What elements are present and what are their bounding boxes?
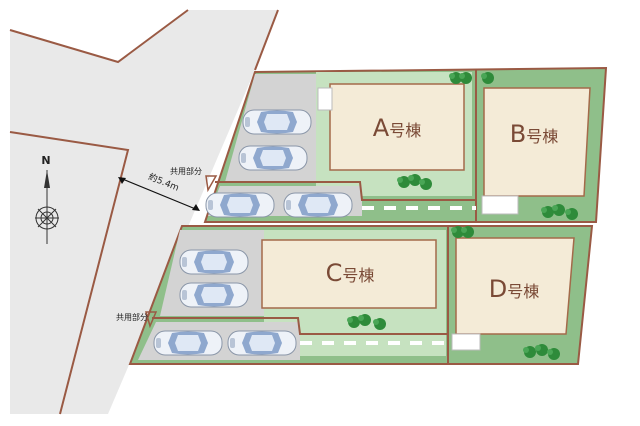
car-icon (205, 192, 275, 218)
compass-north-label: N (41, 154, 50, 167)
car-icon (283, 192, 353, 218)
building-c: C号棟 (261, 239, 437, 309)
building-c-suffix: 号棟 (342, 266, 374, 285)
building-b-letter: B (510, 120, 526, 148)
shared-area-lower: 共用部分 (116, 311, 158, 329)
shared-label-lower: 共用部分 (116, 312, 148, 322)
building-c-letter: C (326, 259, 343, 287)
car-icon (238, 145, 308, 171)
building-b: B号棟 (481, 87, 591, 215)
shared-label-upper: 共用部分 (170, 166, 202, 176)
building-d-suffix: 号棟 (507, 282, 539, 301)
compass: N (35, 154, 59, 244)
building-a: A号棟 (317, 83, 465, 171)
car-icon (153, 330, 223, 356)
car-icon (179, 249, 249, 275)
svg-text:B号棟: B号棟 (510, 120, 558, 148)
car-icon (242, 109, 312, 135)
road (9, 9, 279, 415)
building-d-letter: D (489, 275, 507, 303)
svg-text:A号棟: A号棟 (373, 114, 421, 142)
car-icon (179, 282, 249, 308)
building-a-letter: A (373, 114, 390, 142)
building-d: D号棟 (451, 237, 575, 351)
building-b-suffix: 号棟 (526, 127, 558, 146)
building-a-suffix: 号棟 (389, 121, 421, 140)
svg-text:C号棟: C号棟 (326, 259, 375, 287)
shared-area-upper: 共用部分 (170, 166, 218, 193)
svg-text:D号棟: D号棟 (489, 275, 540, 303)
car-icon (227, 330, 297, 356)
